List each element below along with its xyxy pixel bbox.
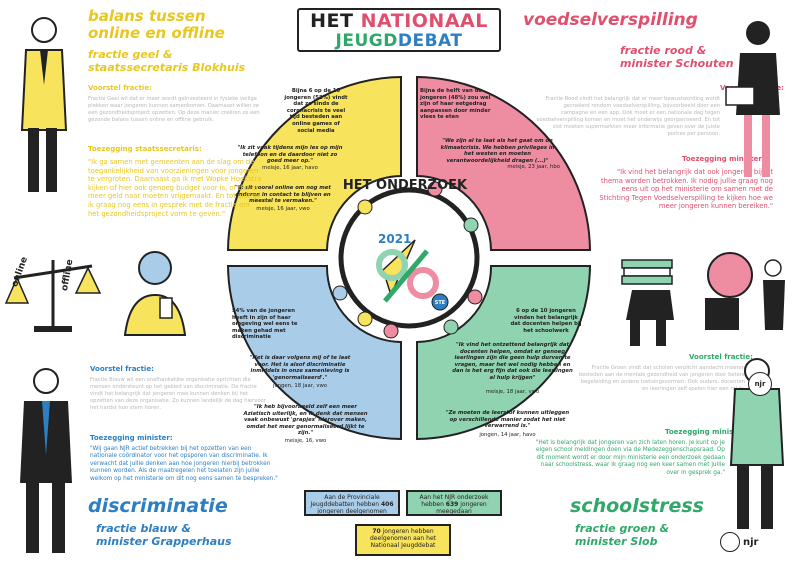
- pink-promise-label: Toezegging minister:: [682, 155, 765, 163]
- inner-circle: [338, 187, 480, 329]
- blue-promise-text: "Wij gaan NJR actief betrekken bij het o…: [90, 446, 278, 482]
- yellow-heading: balans tussen online en offline: [88, 7, 225, 42]
- green-quote-1: "Ik vind het ontzettend belangrijk dat d…: [452, 342, 573, 381]
- green-meta-2: jongen, 14 jaar, havo: [479, 432, 536, 438]
- yellow-promise-text: "Ik ga samen met gemeenten aan de slag o…: [88, 158, 262, 218]
- green-promise-label: Toezegging minister:: [665, 428, 748, 436]
- minister-schouten-figure: [725, 21, 780, 177]
- stat-njr: Aan het NJR onderzoek hebben 639 jongere…: [406, 490, 502, 516]
- green-heading: schoolstress: [570, 495, 704, 517]
- stat-provincial: Aan de Provinciale Jeugddebatten hebben …: [304, 490, 400, 516]
- quadrant-blue: [226, 265, 402, 441]
- pink-quote-1: "We zijn al te laat als het gaat om de k…: [440, 138, 555, 164]
- title-part-debat: DEBAT: [397, 31, 463, 51]
- quadrant-green: [416, 265, 592, 441]
- green-proposal-label: Voorstel fractie:: [689, 353, 753, 361]
- green-proposal-text: Fractie Groen vindt dat scholen verplich…: [578, 365, 745, 392]
- title-part-jeugd: JEUGD: [335, 31, 398, 51]
- yellow-fraction: fractie geel & staatssecretaris Blokhuis: [88, 48, 246, 74]
- njr-logo-top: njr: [748, 372, 772, 396]
- pink-proposal-text: Fractie Rood vindt het belangrijk dat er…: [536, 96, 720, 137]
- center-label: HET ONDERZOEK: [342, 178, 468, 193]
- yellow-proposal-label: Voorstel fractie:: [88, 84, 152, 92]
- yellow-quote-1: "Ik zit vaak tijdens mijn les op mijn te…: [237, 145, 343, 165]
- title-part-het: HET: [310, 10, 361, 32]
- minister-grapperhaus-figure: [20, 368, 72, 553]
- boy-carrying-books-figure: [621, 259, 674, 346]
- pink-meta-1: meisje, 23 jaar, hbo: [507, 164, 560, 170]
- green-promise-text: "Het is belangrijk dat jongeren van zich…: [535, 440, 725, 476]
- yellow-quote-2: "Ik zit vooral online om nog met anderen…: [235, 185, 331, 205]
- people-around-table-icon: [332, 181, 483, 339]
- center-logo-sub: STE: [435, 300, 446, 306]
- balance-scale-icon: [4, 260, 102, 332]
- blue-promise-label: Toezegging minister:: [90, 434, 173, 442]
- blue-quote-2: "Ik heb bijvoorbeeld zelf een meer Aziat…: [243, 404, 368, 437]
- yellow-stat: Bijna 6 op de 10 jongeren (58%) vindt da…: [284, 88, 348, 134]
- green-meta-1: meisje, 18 jaar, vwo: [485, 389, 540, 395]
- quadrant-yellow: [226, 75, 402, 251]
- yellow-meta-2: meisje, 16 jaar, vwo: [256, 206, 310, 212]
- percent-logo: [376, 239, 449, 311]
- pink-stat: Bijna de helft van de jongeren (48%) zou…: [420, 88, 491, 121]
- blue-proposal-text: Fractie Blauw wil een onafhankelijke org…: [90, 377, 266, 411]
- yellow-promise-label: Toezegging staatssecretaris:: [88, 145, 202, 153]
- girl-with-phone-figure: [123, 251, 187, 336]
- blue-stat: 54% van de jongeren heeft in zijn of haa…: [232, 308, 298, 341]
- blue-meta-2: meisje, 16, vwo: [284, 438, 327, 444]
- pink-fraction: fractie rood & minister Schouten: [620, 44, 734, 70]
- green-fraction: fractie groen & minister Slob: [575, 522, 670, 548]
- center-year: 2021: [378, 232, 412, 246]
- research-diagram: STE: [226, 75, 592, 441]
- pink-heading: voedselverspilling: [523, 10, 698, 30]
- blue-meta-1: jongen, 18 jaar, vwo: [272, 383, 328, 389]
- pink-promise-text: "Ik vind het belangrijk dat ook jongeren…: [599, 168, 773, 211]
- staatssecretaris-figure: [20, 17, 68, 192]
- blue-quote-1: "Het is daar volgens mij of te laat voor…: [249, 355, 351, 381]
- stat-national: 70 jongeren hebben deelgenomen aan het N…: [355, 524, 451, 556]
- title-banner: HET NATIONAAL JEUGDDEBAT: [297, 8, 501, 52]
- blue-proposal-label: Voorstel fractie:: [90, 365, 154, 373]
- yellow-proposal-text: Fractie Geel wil dat er meer wordt geïnv…: [88, 96, 260, 123]
- quadrant-pink: [416, 75, 592, 251]
- blue-heading: discriminatie: [88, 495, 228, 517]
- yellow-meta-1: meisje, 16 jaar, havo: [262, 165, 318, 171]
- green-stat: 6 op de 10 jongeren vinden het belangrij…: [510, 308, 582, 334]
- title-part-nationaal: NATIONAAL: [360, 10, 488, 32]
- blue-fraction: fractie blauw & minister Grapperhaus: [96, 522, 232, 548]
- trash-bin-figure: [705, 252, 785, 330]
- green-quote-2: "Ze moeten de leerstof kunnen uitleggen …: [445, 410, 570, 430]
- njr-logo-bottom: njr: [720, 532, 758, 552]
